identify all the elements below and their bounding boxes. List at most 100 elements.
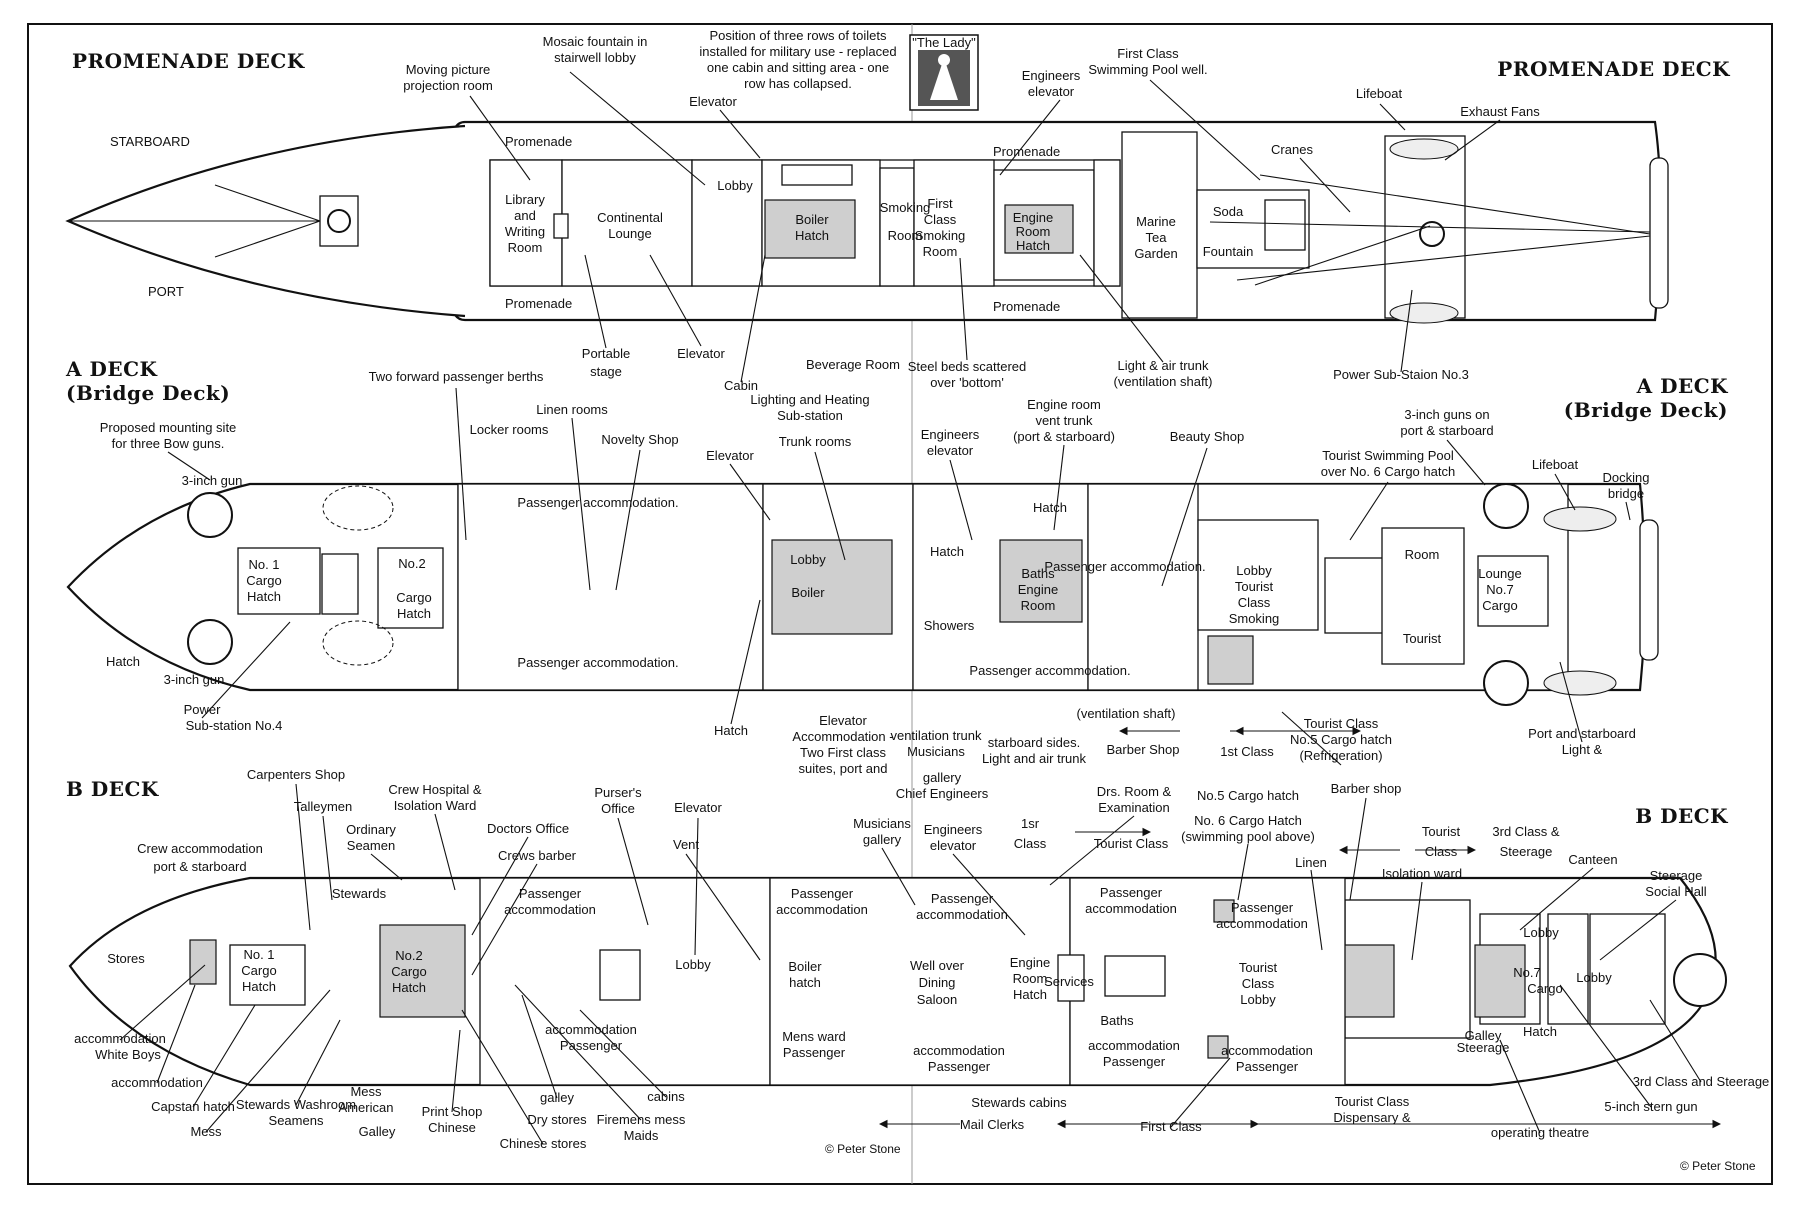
leader-line <box>579 1009 667 1098</box>
b-deck-label: Linen <box>1295 855 1327 870</box>
b-deck-label: Cargo <box>1527 981 1562 996</box>
a-deck-plan <box>66 482 1659 706</box>
a-deck-label: 3-inch gun <box>164 672 225 687</box>
a-deck-label: 3-inch guns on <box>1404 407 1489 422</box>
b-deck-label: Passenger <box>928 1059 991 1074</box>
a-deck-label: Accommodation - <box>792 729 893 744</box>
a-deck-label: No.5 Cargo hatch <box>1290 732 1392 747</box>
a-deck-label: Lobby <box>790 552 826 567</box>
a-deck-label: over No. 6 Cargo hatch <box>1321 464 1455 479</box>
b-deck-label: Tourist Class <box>1094 836 1169 851</box>
b-deck-label: Vent <box>673 837 699 852</box>
a-deck-label: Novelty Shop <box>601 432 678 447</box>
leader-line <box>514 984 642 1121</box>
promenade-label: Writing <box>505 224 545 239</box>
leader-line <box>740 254 766 383</box>
promenade-label: Portable <box>582 346 630 361</box>
b-deck-label: Class <box>1242 976 1275 991</box>
a-deck-label: Passenger accommodation. <box>517 655 678 670</box>
a-deck-label: elevator <box>927 443 974 458</box>
leader-line <box>1379 103 1406 131</box>
b-deck-label: Tourist Class <box>1335 1094 1410 1109</box>
a-deck-label: Elevator <box>706 448 754 463</box>
promenade-label: Soda <box>1213 204 1244 219</box>
b-deck-label: elevator <box>930 838 977 853</box>
b-deck-label: Mail Clerks <box>960 1117 1025 1132</box>
b-deck-label: Passenger <box>791 886 854 901</box>
leader-line <box>205 989 331 1133</box>
b-deck-label: Hatch <box>242 979 276 994</box>
leader-line <box>295 783 311 931</box>
b-deck-label: Dispensary & <box>1333 1110 1411 1125</box>
leader-line <box>685 853 761 961</box>
a-deck-label: Engineers <box>921 427 980 442</box>
a-deck-label: Hatch <box>714 723 748 738</box>
b-deck-label: port & starboard <box>153 859 246 874</box>
b-deck-label: Steerage <box>1650 868 1703 883</box>
a-deck-label: Class <box>1238 595 1271 610</box>
b-deck-label: Galley <box>1465 1028 1502 1043</box>
leader-line <box>952 853 1026 936</box>
a-deck-label: Cargo <box>396 590 431 605</box>
b-deck-label: Cargo <box>241 963 276 978</box>
b-deck-label: Examination <box>1098 800 1170 815</box>
promenade-deck-plan <box>65 34 1669 324</box>
promenade-label: Lifeboat <box>1356 86 1403 101</box>
a-deck-label: gallery <box>923 770 962 785</box>
a-deck-label: suites, port and <box>799 761 888 776</box>
promenade-label: Room <box>508 240 543 255</box>
promenade-label: over 'bottom' <box>930 375 1004 390</box>
leader-line <box>521 994 558 1099</box>
a-deck-label: Two forward passenger berths <box>369 369 544 384</box>
promenade-label: Hatch <box>795 228 829 243</box>
promenade-label: projection room <box>403 78 493 93</box>
promenade-label: Light & air trunk <box>1117 358 1209 373</box>
b-deck-label: Mens ward <box>782 1029 846 1044</box>
leader-line <box>1519 867 1594 931</box>
b-deck-label: Services <box>1044 974 1094 989</box>
a-deck-label: Hatch <box>106 654 140 669</box>
leader-line <box>295 1019 341 1106</box>
a-deck-label: No.7 <box>1486 582 1513 597</box>
b-deck-label: Passenger <box>931 891 994 906</box>
a-deck-label: Power <box>184 702 222 717</box>
promenade-label: Fountain <box>1203 244 1254 259</box>
b-deck-label: Class <box>1425 844 1458 859</box>
b-deck-plan <box>68 876 1727 1087</box>
b-deck-label: Passenger <box>560 1038 623 1053</box>
b-deck-label: Office <box>601 801 635 816</box>
a-deck-label: Beauty Shop <box>1170 429 1244 444</box>
leader-line <box>370 853 403 881</box>
leader-line <box>1349 481 1389 541</box>
b-deck-label: (swimming pool above) <box>1181 829 1315 844</box>
leader-line <box>999 99 1061 176</box>
promenade-label: elevator <box>1028 84 1075 99</box>
b-deck-label: No. 1 <box>243 947 274 962</box>
b-deck-label: No.7 <box>1513 965 1540 980</box>
promenade-deck-heading: PROMENADE DECK <box>1497 57 1730 81</box>
leader-line <box>1149 79 1261 181</box>
promenade-label: Garden <box>1134 246 1177 261</box>
leader-line <box>584 254 607 349</box>
promenade-label: Boiler <box>795 212 829 227</box>
a-deck-label: vent trunk <box>1035 413 1093 428</box>
promenade-label: one cabin and sitting area - one <box>707 60 889 75</box>
promenade-label: and <box>514 208 536 223</box>
promenade-label: Room <box>1016 224 1051 239</box>
b-deck-label: Crew accommodation <box>137 841 263 856</box>
b-deck-label: Baths <box>1100 1013 1134 1028</box>
leader-line <box>1444 119 1501 161</box>
leader-line <box>1499 1039 1541 1134</box>
b-deck-label: White Boys <box>95 1047 161 1062</box>
leader-line <box>730 599 761 725</box>
promenade-label: Engine <box>1013 210 1053 225</box>
a-deck-label: Light & <box>1562 742 1603 757</box>
b-deck-label: Passenger <box>1231 900 1294 915</box>
b-deck-label: accommodation <box>1085 901 1177 916</box>
promenade-label: Promenade <box>993 299 1060 314</box>
leader-line <box>471 863 538 976</box>
b-deck-label: Talleymen <box>294 799 353 814</box>
b-deck-label: Cargo <box>391 964 426 979</box>
